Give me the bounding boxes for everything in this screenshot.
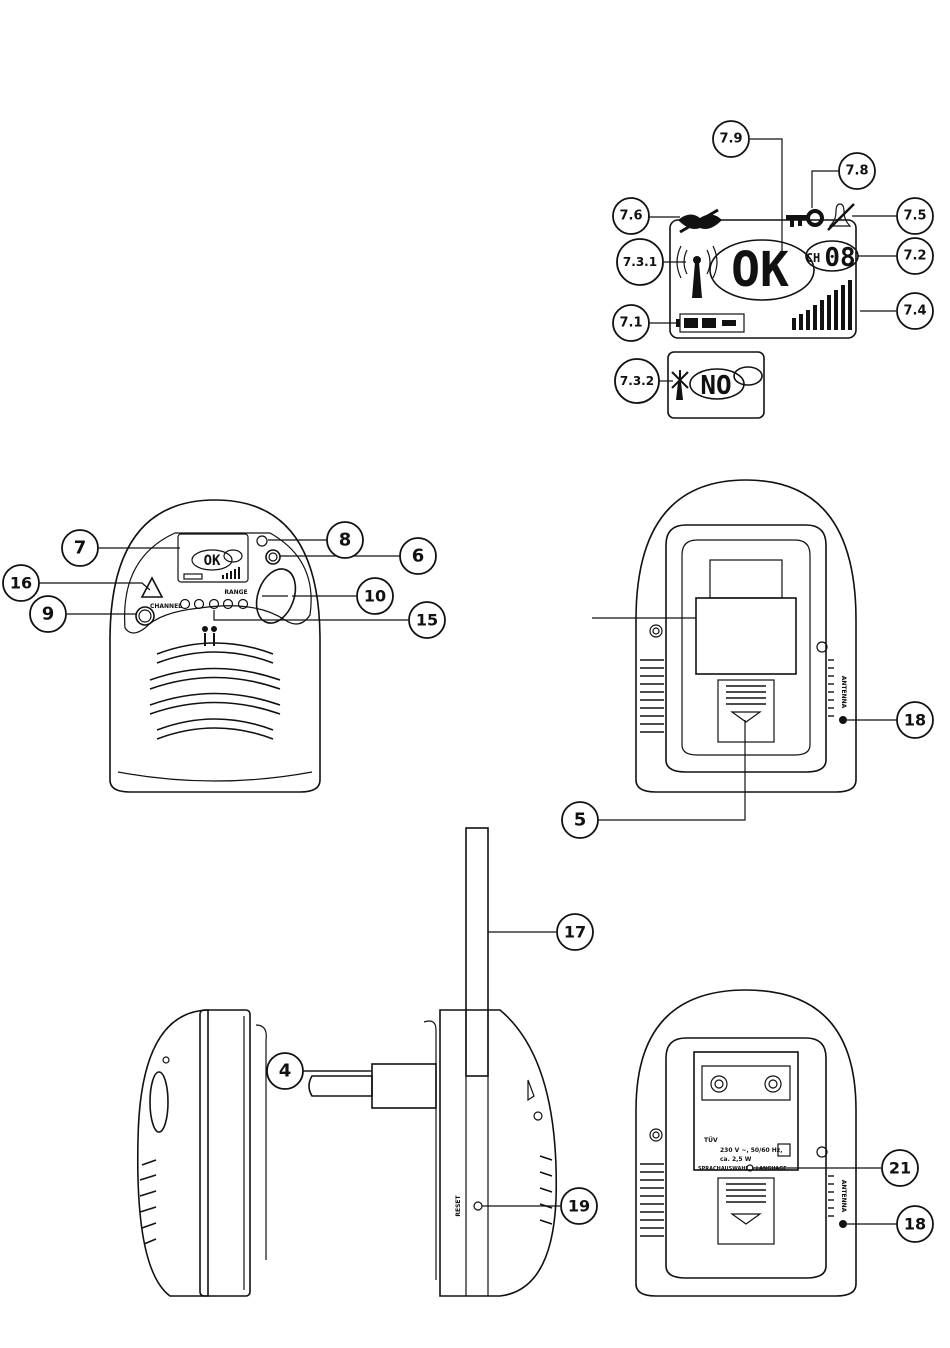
lcd-detail: OK CH 08 xyxy=(670,204,858,338)
callout-16: 16 xyxy=(3,565,39,601)
lips-icon xyxy=(678,210,722,232)
bell-muted-icon xyxy=(828,204,854,230)
right-vent-slots xyxy=(828,660,834,716)
callout-18-a: 18 xyxy=(897,702,933,738)
svg-text:4: 4 xyxy=(279,1061,292,1082)
callout-9: 9 xyxy=(30,596,66,632)
callout-21: 21 xyxy=(882,1150,918,1186)
svg-text:7.8: 7.8 xyxy=(845,164,868,179)
lcd-no-text: NO xyxy=(700,371,731,401)
callout-7-4: 7.4 xyxy=(897,293,933,329)
svg-text:21: 21 xyxy=(889,1159,911,1178)
callout-7-3-2: 7.3.2 xyxy=(615,359,659,403)
antenna-label: ANTENNA xyxy=(840,676,847,709)
svg-text:5: 5 xyxy=(574,810,587,831)
antenna-signal-icon xyxy=(677,246,717,298)
svg-text:6: 6 xyxy=(412,546,425,567)
callout-8: 8 xyxy=(327,522,363,558)
callout-7-8: 7.8 xyxy=(839,153,875,189)
channel-number: 08 xyxy=(824,243,855,273)
callout-10: 10 xyxy=(357,578,393,614)
svg-text:7.6: 7.6 xyxy=(619,209,642,224)
range-label: RANGE xyxy=(224,589,247,596)
svg-text:7.4: 7.4 xyxy=(903,304,926,319)
callout-4: 4 xyxy=(267,1053,303,1089)
range-leds xyxy=(181,600,248,609)
back-view: ANTENNA xyxy=(592,480,897,820)
language-label-right: LANGUAGE xyxy=(756,1166,787,1172)
svg-text:17: 17 xyxy=(564,923,586,942)
signal-bars-icon xyxy=(792,280,852,330)
release-latch xyxy=(732,712,760,722)
svg-text:7.3.1: 7.3.1 xyxy=(623,255,657,269)
callout-7-1: 7.1 xyxy=(613,305,649,341)
svg-text:7.5: 7.5 xyxy=(903,209,926,224)
cert-mark: TÜV xyxy=(704,1137,718,1144)
svg-text:18: 18 xyxy=(904,1215,926,1234)
callout-6: 6 xyxy=(400,538,436,574)
svg-text:7.2: 7.2 xyxy=(903,249,926,264)
svg-text:16: 16 xyxy=(10,574,32,593)
talk-button[interactable] xyxy=(142,578,162,597)
callout-17: 17 xyxy=(557,914,593,950)
svg-text:7.1: 7.1 xyxy=(619,316,642,331)
callout-7-2: 7.2 xyxy=(897,238,933,274)
svg-text:15: 15 xyxy=(416,611,438,630)
callout-7-5: 7.5 xyxy=(897,198,933,234)
svg-text:19: 19 xyxy=(568,1197,590,1216)
power-led xyxy=(257,536,267,546)
callout-18-b: 18 xyxy=(897,1206,933,1242)
svg-text:10: 10 xyxy=(364,587,386,606)
battery-compartment xyxy=(696,598,796,674)
svg-text:7.9: 7.9 xyxy=(719,132,742,147)
reset-label: RESET xyxy=(455,1194,462,1216)
callout-19: 19 xyxy=(561,1188,597,1224)
svg-text:8: 8 xyxy=(339,530,352,551)
antenna-label-2: ANTENNA xyxy=(840,1180,847,1213)
power-button[interactable] xyxy=(266,550,280,564)
key-icon xyxy=(786,211,822,227)
reset-button[interactable] xyxy=(474,1202,482,1210)
side-volume-rocker[interactable] xyxy=(150,1072,168,1132)
power-label: 230 V ~, 50/60 Hz, xyxy=(720,1147,783,1154)
callouts: 7.9 7.8 7.6 7.5 7.3.1 7.2 7.1 7.4 7.3.2 … xyxy=(3,121,933,1242)
svg-text:9: 9 xyxy=(42,604,55,625)
side-view-right: RESET xyxy=(302,828,560,1296)
antenna-socket xyxy=(839,716,847,724)
antenna xyxy=(466,828,488,1076)
lcd-ok-text: OK xyxy=(731,242,789,298)
language-label-left: SPRACHAUSWAHL xyxy=(698,1166,750,1172)
power-consumption: ca. 2,5 W xyxy=(720,1156,752,1163)
svg-text:18: 18 xyxy=(904,711,926,730)
channel-label: CHANNEL xyxy=(150,603,182,610)
callout-15: 15 xyxy=(409,602,445,638)
callout-7-9: 7.9 xyxy=(713,121,749,157)
svg-text:7: 7 xyxy=(74,538,87,559)
lcd-no-signal-detail: NO xyxy=(668,352,764,418)
battery-icon xyxy=(676,314,744,332)
svg-text:7.3.2: 7.3.2 xyxy=(620,374,654,388)
back-view-label: TÜV 230 V ~, 50/60 Hz, ca. 2,5 W SPRACHA… xyxy=(636,990,897,1296)
antenna-no-signal-icon xyxy=(672,370,688,400)
left-vent-slots xyxy=(640,660,664,732)
callout-7-3-1: 7.3.1 xyxy=(617,239,663,285)
callout-7: 7 xyxy=(62,530,98,566)
front-lcd-ok: OK xyxy=(204,553,221,569)
channel-prefix: CH xyxy=(806,251,820,265)
callout-7-6: 7.6 xyxy=(613,198,649,234)
callout-5: 5 xyxy=(562,802,598,838)
